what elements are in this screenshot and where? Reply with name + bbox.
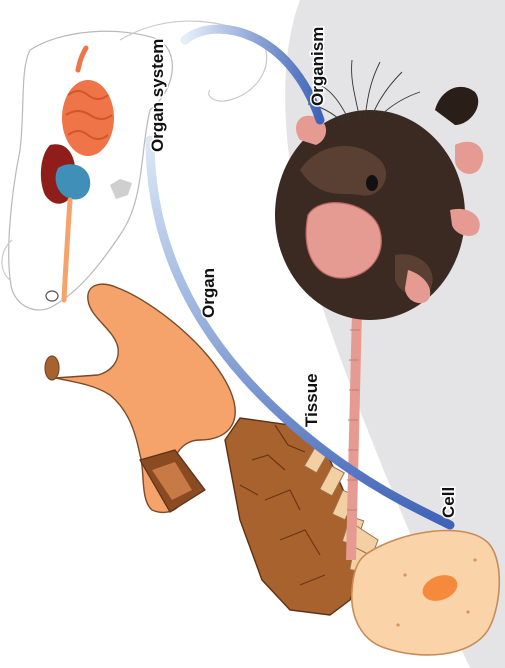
label-cell: Cell [439,487,458,518]
label-organ: Organ [199,268,218,318]
cell-illustration [352,531,500,655]
label-organism: Organism [308,27,327,106]
label-tissue: Tissue [302,373,321,427]
organ-system-illustration [2,21,267,310]
label-organ-system: Organ system [148,39,167,152]
